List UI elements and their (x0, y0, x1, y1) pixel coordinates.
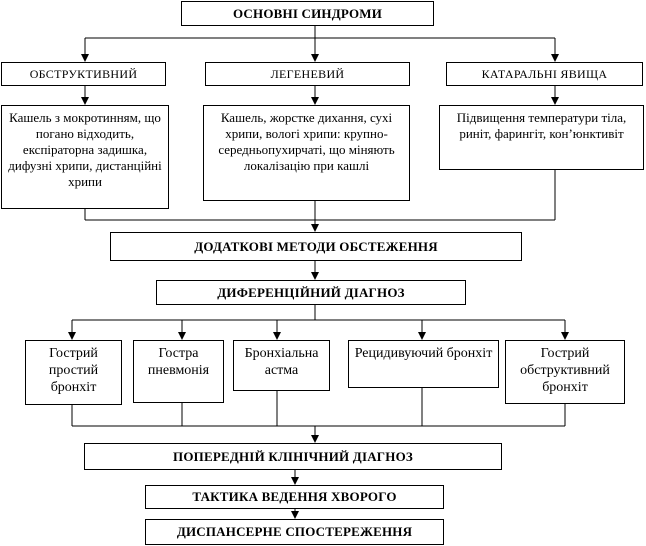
main-syndromes-box: ОСНОВНІ СИНДРОМИ (181, 1, 434, 26)
patient-management-tactics-box: ТАКТИКА ВЕДЕННЯ ХВОРОГО (145, 485, 444, 509)
symptoms-obstructive-box: Кашель з мокротинням, що погано відходит… (1, 105, 169, 209)
diagnosis-recurrent-bronchitis-box: Рецидивуючий бронхіт (348, 340, 499, 388)
diagnosis-acute-obstructive-bronchitis-box: Гострий обструктивний бронхіт (505, 340, 625, 404)
differential-diagnosis-box: ДИФЕРЕНЦІЙНИЙ ДІАГНОЗ (156, 280, 466, 305)
preliminary-diagnosis-box: ПОПЕРЕДНІЙ КЛІНІЧНИЙ ДІАГНОЗ (84, 443, 502, 470)
symptoms-catarrhal-box: Підвищення температури тіла, риніт, фари… (439, 105, 644, 170)
syndrome-catarrhal-box: КАТАРАЛЬНІ ЯВИЩА (446, 62, 643, 86)
dispensary-follow-up-box: ДИСПАНСЕРНЕ СПОСТЕРЕЖЕННЯ (145, 519, 444, 545)
syndrome-pulmonary-box: ЛЕГЕНЕВИЙ (205, 62, 410, 86)
symptoms-pulmonary-box: Кашель, жорстке дихання, сухі хрипи, вол… (203, 105, 410, 201)
syndrome-obstructive-box: ОБСТРУКТИВНИЙ (1, 62, 166, 86)
diagnosis-acute-simple-bronchitis-box: Гострий простий бронхіт (25, 340, 122, 405)
diagnosis-acute-pneumonia-box: Гостра пневмонія (133, 340, 224, 403)
diagnosis-bronchial-asthma-box: Бронхіальна астма (233, 340, 330, 391)
additional-methods-box: ДОДАТКОВІ МЕТОДИ ОБСТЕЖЕННЯ (110, 232, 522, 261)
